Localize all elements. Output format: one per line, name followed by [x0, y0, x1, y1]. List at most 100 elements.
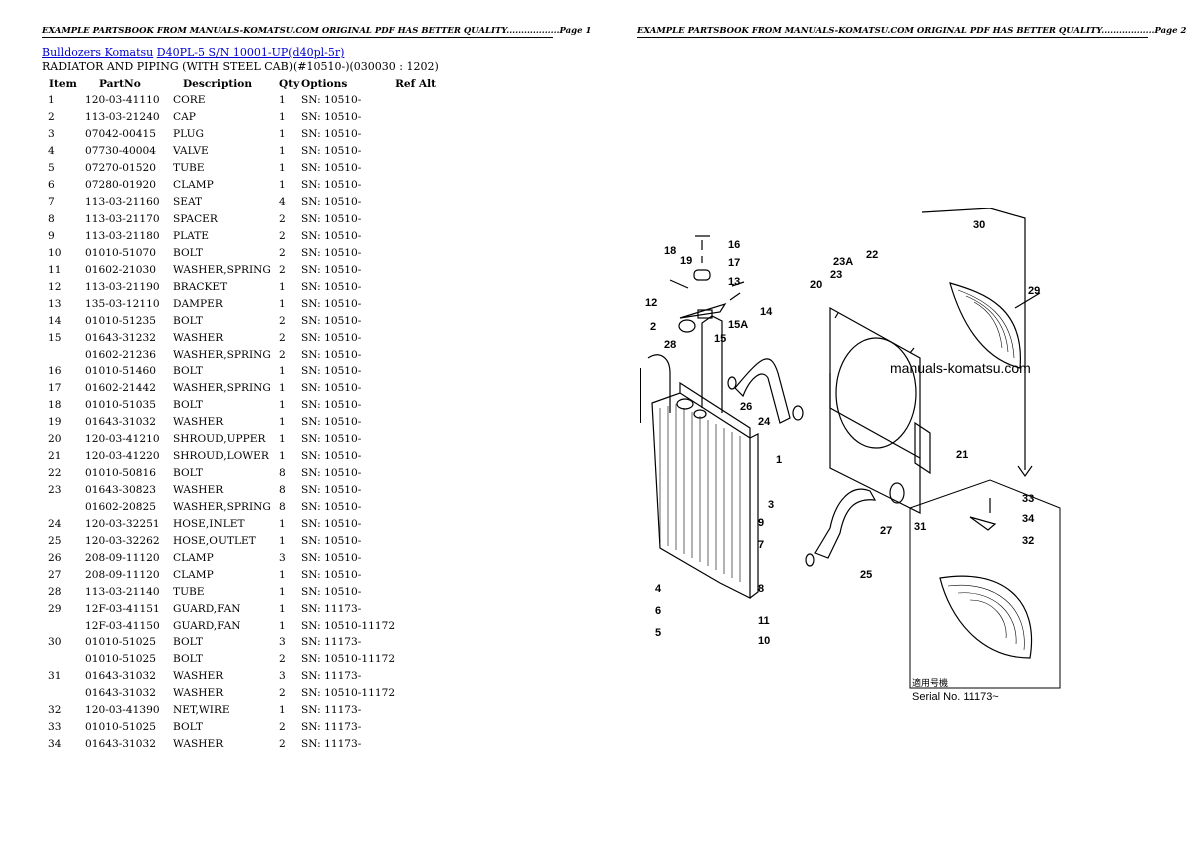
- cell-partno: 113-03-21190: [85, 280, 160, 293]
- cell-partno: 07280-01920: [85, 179, 156, 192]
- cell-item: 9: [48, 229, 55, 242]
- cell-ref-alt: [395, 126, 445, 143]
- fan-guard-old-drawing: [949, 282, 1021, 369]
- cell-item: 33: [48, 721, 62, 734]
- cell-description: SHROUD,LOWER: [173, 450, 269, 463]
- cell-description: WASHER: [173, 416, 224, 429]
- cell-item: 32: [48, 704, 62, 717]
- cell-item: 27: [48, 568, 62, 581]
- breadcrumb-category-link[interactable]: Bulldozers Komatsu: [42, 46, 154, 59]
- cell-partno: 12F-03-41151: [85, 602, 160, 615]
- cell-qty: 3: [279, 670, 286, 683]
- cell-options: SN: 10510-: [301, 162, 362, 175]
- cell-qty: 1: [279, 416, 286, 429]
- cell-options: SN: 11173-: [301, 602, 362, 615]
- watermark: manuals-komatsu.com: [890, 360, 1031, 376]
- cell-description: CORE: [173, 94, 206, 107]
- cell-item: 25: [48, 534, 62, 547]
- cell-item: [42, 617, 85, 634]
- cell-partno: 120-03-32262: [85, 534, 160, 547]
- cell-qty: 1: [279, 585, 286, 598]
- cell-options: SN: 10510-: [301, 196, 362, 209]
- cell-qty: 1: [279, 704, 286, 717]
- cell-ref-alt: [395, 685, 445, 702]
- cell-ref-alt: [395, 617, 445, 634]
- cell-item: 10: [48, 246, 62, 259]
- cell-options: SN: 10510-: [301, 551, 362, 564]
- cell-options: SN: 10510-11172: [301, 619, 396, 632]
- cell-description: PLATE: [173, 229, 210, 242]
- cell-qty: 2: [279, 229, 286, 242]
- cell-description: HOSE,INLET: [173, 517, 245, 530]
- cell-item: [42, 499, 85, 516]
- cell-qty: 2: [279, 738, 286, 751]
- cell-qty: 1: [279, 297, 286, 310]
- col-header-ref-alt: Ref Alt: [395, 78, 437, 90]
- cell-options: SN: 10510-: [301, 500, 362, 513]
- callout-18: 18: [664, 245, 676, 257]
- cell-description: WASHER: [173, 687, 224, 700]
- cell-options: SN: 10510-: [301, 213, 362, 226]
- cell-description: VALVE: [173, 145, 209, 158]
- cell-ref-alt: [395, 465, 445, 482]
- cell-description: BOLT: [173, 467, 203, 480]
- cell-ref-alt: [395, 211, 445, 228]
- cell-options: SN: 10510-: [301, 94, 362, 107]
- cell-ref-alt: [395, 312, 445, 329]
- cell-ref-alt: [395, 194, 445, 211]
- cell-qty: 8: [279, 467, 286, 480]
- cell-partno: 113-03-21170: [85, 213, 160, 226]
- parts-diagram: manuals-komatsu.com 1 2 3 4 5 6 7 8 9 10…: [640, 208, 1061, 703]
- cell-description: BOLT: [173, 365, 203, 378]
- cell-item: 4: [48, 145, 55, 158]
- cell-description: WASHER: [173, 331, 224, 344]
- callout-34: 34: [1022, 513, 1035, 525]
- cell-ref-alt: [395, 329, 445, 346]
- cell-item: 17: [48, 382, 62, 395]
- callout-32: 32: [1022, 535, 1034, 547]
- cell-qty: 2: [279, 263, 286, 276]
- cell-qty: 1: [279, 145, 286, 158]
- cell-qty: 1: [279, 94, 286, 107]
- radiator-core-drawing: [651, 392, 751, 599]
- cell-partno: 113-03-21160: [85, 196, 160, 209]
- cell-partno: 01010-51460: [85, 365, 156, 378]
- cell-options: SN: 10510-: [301, 348, 362, 361]
- cell-ref-alt: [395, 244, 445, 261]
- parts-table-header: Item PartNo Description Qty Options Ref …: [42, 76, 445, 92]
- guard-old-frame: [921, 208, 1026, 458]
- cell-partno: 07730-40004: [85, 145, 156, 158]
- col-header-item: Item: [49, 78, 77, 90]
- col-header-qty: Qty: [279, 78, 300, 90]
- cell-partno: 208-09-11120: [85, 551, 160, 564]
- page-title: RADIATOR AND PIPING (WITH STEEL CAB)(#10…: [42, 60, 439, 73]
- callout-19: 19: [680, 255, 692, 267]
- cell-qty: 3: [279, 636, 286, 649]
- cell-ref-alt: [395, 668, 445, 685]
- callout-28: 28: [664, 339, 676, 351]
- cell-description: PLUG: [173, 128, 204, 141]
- cell-description: BOLT: [173, 636, 203, 649]
- callout-1: 1: [776, 454, 782, 466]
- cell-qty: 1: [279, 365, 286, 378]
- breadcrumb-model-link[interactable]: D40PL-5 S/N 10001-UP(d40pl-5r): [156, 46, 345, 59]
- cell-ref-alt: [395, 532, 445, 549]
- cell-partno: 01602-21030: [85, 263, 156, 276]
- col-header-description: Description: [183, 78, 253, 90]
- cell-item: 15: [48, 331, 62, 344]
- cell-qty: 1: [279, 450, 286, 463]
